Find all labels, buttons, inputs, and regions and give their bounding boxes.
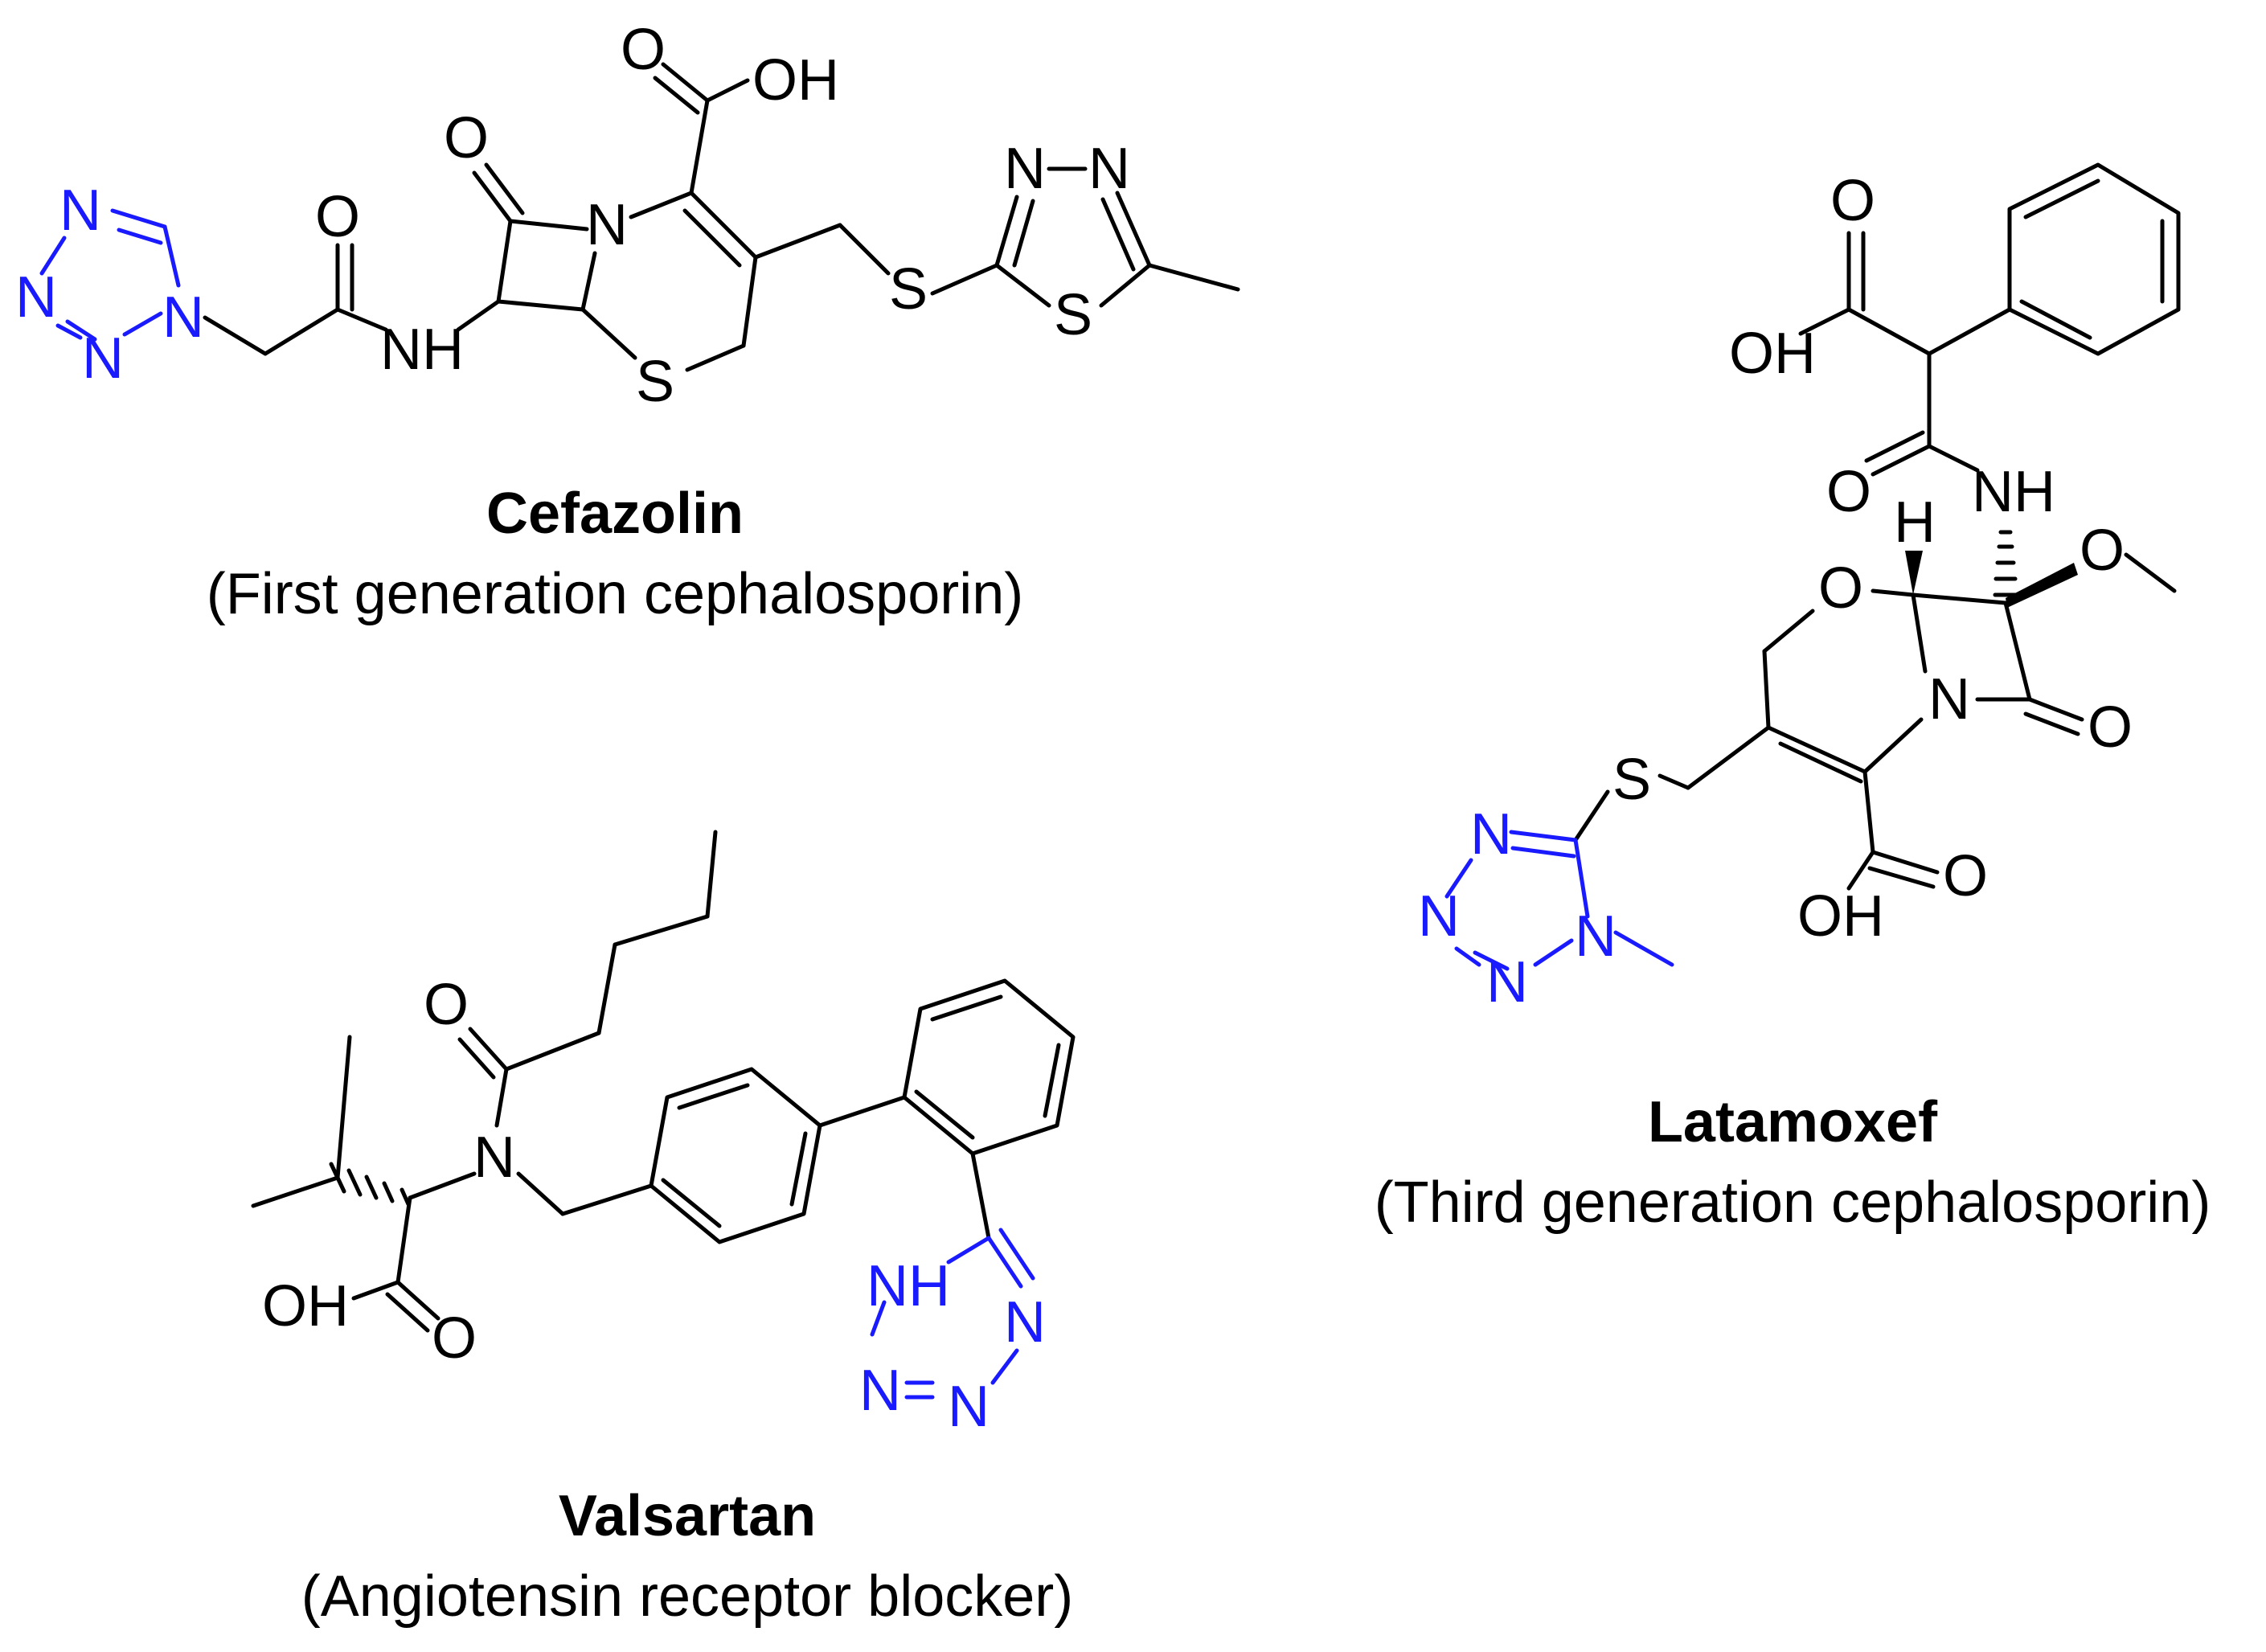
cefazolin-thiadiazole-n: N xyxy=(1004,137,1046,201)
latamoxef-acid1-o: O xyxy=(1830,169,1875,233)
latamoxef-wedge-h xyxy=(1905,551,1923,595)
cefazolin-thiadiazole-n: N xyxy=(1088,137,1130,201)
cefazolin-description: (First generation cephalosporin) xyxy=(207,562,1024,626)
cefazolin-tz-n: N xyxy=(162,285,204,350)
latamoxef-acid2-o: O xyxy=(1943,844,1988,908)
valsartan-acid-o: O xyxy=(432,1306,477,1371)
latamoxef-methoxy-o: O xyxy=(2080,519,2125,583)
valsartan-description: (Angiotensin receptor blocker) xyxy=(301,1564,1073,1629)
cefazolin-tz-n: N xyxy=(15,265,57,330)
valsartan-tetrazole xyxy=(870,1228,1035,1400)
latamoxef-description: (Third generation cephalosporin) xyxy=(1375,1170,2211,1235)
latamoxef-lactam-o: O xyxy=(2088,695,2133,760)
cefazolin-amide-o: O xyxy=(315,185,360,249)
cefazolin-name: Cefazolin xyxy=(486,482,744,546)
valsartan-amide-o: O xyxy=(424,973,469,1037)
cefazolin-tetrazole xyxy=(39,208,181,342)
cefazolin-tz-n: N xyxy=(82,326,124,391)
cefazolin-thioether-s: S xyxy=(889,257,928,322)
valsartan-amide-n: N xyxy=(473,1125,515,1190)
latamoxef-tz-n: N xyxy=(1575,904,1617,969)
cefazolin-acid-o: O xyxy=(621,18,666,82)
latamoxef-hashed-bond xyxy=(1993,530,2018,597)
cefazolin-lactam-n: N xyxy=(586,193,628,257)
valsartan-structure: O N O OH xyxy=(251,830,1076,1439)
latamoxef-name: Latamoxef xyxy=(1648,1090,1938,1154)
latamoxef-h: H xyxy=(1894,490,1936,555)
valsartan-tz-n: N xyxy=(1004,1290,1046,1355)
valsartan-hashed-bond xyxy=(329,1162,411,1207)
latamoxef-acid2-oh: OH xyxy=(1797,884,1884,949)
cefazolin-acid-oh: OH xyxy=(752,48,839,113)
cefazolin-lactam-o: O xyxy=(444,106,489,170)
cefazolin-thiadiazole-s: S xyxy=(1054,283,1092,347)
valsartan-tz-n: N xyxy=(859,1359,901,1423)
valsartan-tz-n: N xyxy=(948,1375,990,1439)
latamoxef-amide-o: O xyxy=(1826,460,1871,524)
latamoxef-tz-n: N xyxy=(1470,802,1512,867)
latamoxef-acid1-oh: OH xyxy=(1729,322,1816,386)
valsartan-name: Valsartan xyxy=(559,1484,816,1548)
latamoxef-tetrazole xyxy=(1444,830,1674,971)
latamoxef-tz-n: N xyxy=(1486,950,1528,1015)
latamoxef-ring-o: O xyxy=(1818,556,1863,621)
cefazolin-structure: N N N N O NH O N S O OH xyxy=(15,18,1240,414)
valsartan-tz-nh: NH xyxy=(867,1254,950,1318)
valsartan-acid-oh: OH xyxy=(262,1274,349,1338)
latamoxef-wedge-ome xyxy=(2006,563,2078,608)
cefazolin-ring-s: S xyxy=(636,350,674,414)
latamoxef-thioether-s: S xyxy=(1612,748,1651,812)
cefazolin-amide-nh: NH xyxy=(380,318,464,382)
latamoxef-lactam-n: N xyxy=(1928,667,1970,732)
latamoxef-structure: O OH O NH O O N H O xyxy=(1418,162,2181,1015)
latamoxef-amide-nh: NH xyxy=(1972,460,2055,524)
latamoxef-tz-n: N xyxy=(1418,884,1460,949)
cefazolin-tz-n: N xyxy=(59,178,101,243)
